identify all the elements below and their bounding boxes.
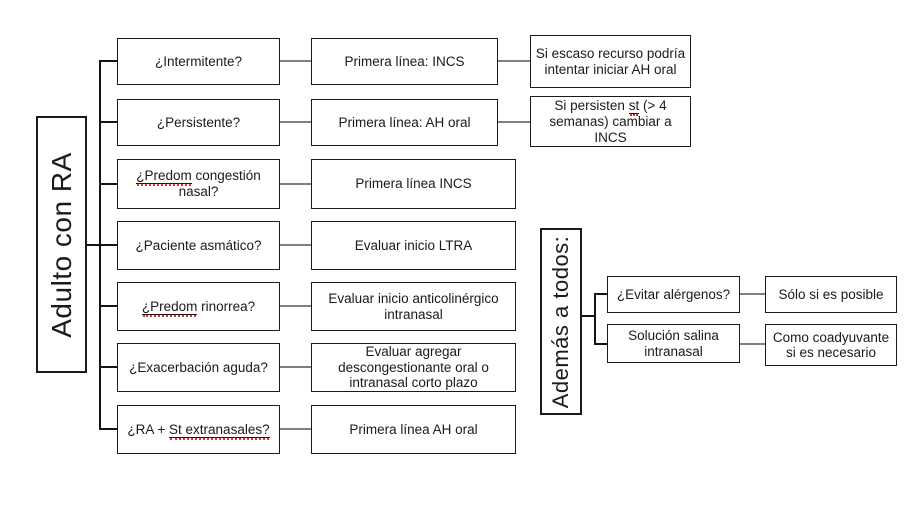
node-ademas-a-todos: Además a todos: (540, 228, 582, 415)
node-primera-linea-incs: Primera línea: INCS (311, 38, 498, 85)
node-primera-linea-ah-oral: Primera línea: AH oral (311, 99, 498, 146)
node-label: ¿Predom rinorrea? (141, 298, 256, 317)
connector-line (498, 60, 530, 62)
connector-branch (100, 121, 117, 123)
node-ra-st-extranasales: ¿RA + St extranasales? (117, 405, 280, 454)
connector-branch (100, 428, 117, 430)
node-label: Primera línea AH oral (349, 421, 478, 437)
connector-branch (100, 183, 117, 185)
node-label: Si escaso recurso podría intentar inicia… (535, 46, 686, 77)
connector-line (280, 366, 311, 368)
node-label: ¿Paciente asmático? (135, 237, 262, 253)
node-label: ¿RA + St extranasales? (127, 421, 270, 440)
node-adulto-con-ra: Adulto con RA (36, 116, 87, 373)
connector-branch (100, 305, 117, 307)
node-solucion-salina: Solución salina intranasal (607, 324, 740, 363)
node-solo-si-posible: Sólo si es posible (765, 276, 897, 313)
node-primera-linea-ah-oral-2: Primera línea AH oral (311, 405, 516, 454)
node-label: ¿Exacerbación aguda? (129, 359, 268, 375)
node-anticolinergico: Evaluar inicio anticolinérgico intranasa… (311, 282, 516, 331)
node-intermitente: ¿Intermitente? (117, 38, 280, 85)
node-label: Primera línea: INCS (344, 53, 465, 69)
connector-line (280, 183, 311, 185)
text-segment: (> 4 semanas) cambiar a INCS (549, 98, 672, 145)
node-paciente-asmatico: ¿Paciente asmático? (117, 221, 280, 270)
connector-branch (100, 244, 117, 246)
connector-line (280, 60, 311, 62)
node-label: Evaluar agregar descongestionante oral o… (338, 344, 489, 391)
connector-line (280, 121, 311, 123)
node-exacerbacion-aguda: ¿Exacerbación aguda? (117, 343, 280, 392)
node-como-coadyuvante: Como coadyuvante si es necesario (765, 324, 897, 366)
text-segment: Si persisten (554, 98, 629, 113)
node-label: Sólo si es posible (778, 286, 884, 302)
connector-ademas-stub (582, 315, 594, 317)
node-primera-linea-incs-2: Primera línea INCS (311, 159, 516, 209)
node-label: Primera línea: AH oral (338, 114, 471, 130)
node-label: ¿Intermitente? (154, 53, 243, 69)
node-persistente: ¿Persistente? (117, 99, 280, 146)
node-predom-congestion-nasal: ¿Predom congestión nasal? (117, 159, 280, 209)
node-label: Primera línea INCS (355, 176, 472, 192)
misspelled-text: st (628, 98, 640, 116)
text-segment: ¿RA + (127, 421, 170, 437)
node-adulto-con-ra-label: Adulto con RA (45, 151, 77, 338)
connector-line (740, 343, 765, 345)
node-label: Evaluar inicio anticolinérgico intranasa… (328, 291, 499, 322)
connector-line (280, 305, 311, 307)
node-label: Como coadyuvante si es necesario (772, 329, 890, 361)
connector-line (280, 244, 311, 246)
node-ademas-label: Además a todos: (548, 235, 573, 408)
text-segment: rinorrea? (197, 298, 256, 314)
text-segment: congestión nasal? (178, 168, 261, 200)
node-evaluar-ltra: Evaluar inicio LTRA (311, 221, 516, 270)
node-nota-persisten-st: Si persisten st (> 4 semanas) cambiar a … (530, 96, 691, 147)
connector-ademas-trunk (594, 293, 596, 345)
connector-root-stub (87, 244, 100, 246)
node-label: ¿Persistente? (156, 114, 241, 130)
node-label: Solución salina intranasal (628, 328, 719, 359)
connector-branch (596, 343, 607, 345)
connector-branch (100, 60, 117, 62)
connector-line (740, 293, 765, 295)
connector-branch (100, 366, 117, 368)
misspelled-text: St extranasales? (169, 421, 270, 440)
node-nota-escaso-recurso: Si escaso recurso podría intentar inicia… (530, 35, 691, 88)
connector-line (280, 428, 311, 430)
misspelled-text: ¿Predom (141, 298, 198, 317)
node-predom-rinorrea: ¿Predom rinorrea? (117, 282, 280, 331)
node-label: Evaluar inicio LTRA (354, 237, 473, 253)
connector-line (498, 121, 530, 123)
connector-branch (596, 293, 607, 295)
misspelled-text: ¿Predom (136, 168, 192, 187)
node-label: ¿Predom congestión nasal? (120, 168, 277, 200)
node-label: ¿Evitar alérgenos? (616, 286, 731, 302)
node-descongestionante: Evaluar agregar descongestionante oral o… (311, 343, 516, 392)
node-label: Si persisten st (> 4 semanas) cambiar a … (533, 98, 688, 145)
node-evitar-alergenos: ¿Evitar alérgenos? (607, 276, 740, 313)
